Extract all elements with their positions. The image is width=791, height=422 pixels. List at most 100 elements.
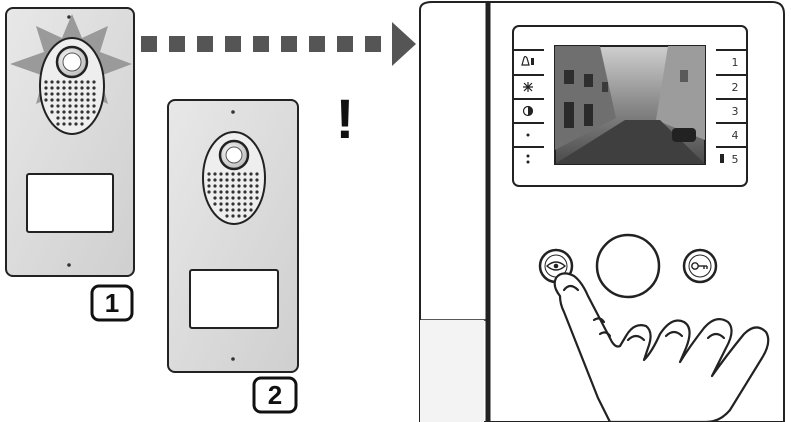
grille-hole	[62, 92, 66, 96]
number-button-1[interactable]: 1	[716, 49, 747, 69]
grille-hole	[74, 92, 78, 96]
grille-hole	[80, 92, 84, 96]
grille-hole	[50, 80, 54, 84]
left-button-4[interactable]	[513, 122, 544, 137]
grille-hole	[80, 122, 84, 126]
number-button-label: 2	[732, 81, 739, 94]
handset-speaker-button[interactable]	[595, 233, 661, 299]
grille-hole	[92, 80, 96, 84]
grille-hole	[68, 98, 72, 102]
grille-hole	[56, 92, 60, 96]
number-button-label: 4	[732, 129, 739, 142]
grille-hole	[50, 110, 54, 114]
grille-hole	[62, 80, 66, 84]
grille-hole	[74, 116, 78, 120]
number-button-5[interactable]: 5	[716, 146, 747, 166]
grille-hole	[62, 122, 66, 126]
grille-hole	[249, 172, 253, 176]
grille-hole	[92, 110, 96, 114]
grille-hole	[80, 80, 84, 84]
grille-hole	[80, 98, 84, 102]
battery-icon	[720, 154, 724, 163]
grille-hole	[62, 86, 66, 90]
grille-hole	[243, 190, 247, 194]
monitor: 1 2 3 4 5	[419, 1, 785, 422]
grille-hole	[219, 196, 223, 200]
left-function-buttons	[513, 49, 544, 164]
left-button-1[interactable]	[513, 49, 544, 66]
grille-hole	[86, 80, 90, 84]
speaker-grille	[207, 172, 259, 218]
grille-hole	[80, 116, 84, 120]
grille-hole	[225, 172, 229, 176]
grille-hole	[44, 92, 48, 96]
grille-hole	[243, 196, 247, 200]
grille-hole	[56, 80, 60, 84]
grille-hole	[225, 196, 229, 200]
left-button-5[interactable]	[513, 146, 544, 164]
left-button-3[interactable]	[513, 98, 544, 117]
grille-hole	[249, 178, 253, 182]
grille-hole	[213, 172, 217, 176]
grille-hole	[219, 208, 223, 212]
grille-hole	[50, 104, 54, 108]
grille-hole	[231, 208, 235, 212]
grille-hole	[231, 178, 235, 182]
grille-hole	[56, 122, 60, 126]
grille-hole	[231, 202, 235, 206]
number-button-3[interactable]: 3	[716, 98, 747, 118]
grille-hole	[44, 98, 48, 102]
grille-hole	[237, 172, 241, 176]
door-release-button[interactable]	[682, 248, 718, 284]
grille-hole	[243, 214, 247, 218]
grille-hole	[249, 202, 253, 206]
grille-hole	[80, 86, 84, 90]
number-button-4[interactable]: 4	[716, 122, 747, 142]
grille-hole	[255, 184, 259, 188]
grille-hole	[237, 184, 241, 188]
number-button-label: 1	[732, 56, 739, 69]
left-button-2[interactable]	[513, 74, 544, 92]
grille-hole	[231, 184, 235, 188]
dashed-arrow	[141, 22, 416, 66]
grille-hole	[86, 110, 90, 114]
grille-hole	[237, 178, 241, 182]
grille-hole	[44, 80, 48, 84]
grille-hole	[68, 104, 72, 108]
grille-hole	[213, 202, 217, 206]
grille-hole	[231, 190, 235, 194]
name-plate-1	[26, 173, 114, 233]
grille-hole	[62, 110, 66, 114]
grille-hole	[219, 184, 223, 188]
grille-hole	[92, 98, 96, 102]
grille-hole	[219, 202, 223, 206]
eye-icon	[545, 261, 567, 271]
grille-hole	[68, 80, 72, 84]
grille-hole	[207, 184, 211, 188]
grille-hole	[237, 196, 241, 200]
grille-hole	[231, 172, 235, 176]
speaker-camera-unit-2	[202, 131, 266, 225]
grille-hole	[237, 214, 241, 218]
grille-hole	[56, 104, 60, 108]
grille-hole	[213, 184, 217, 188]
grille-hole	[225, 190, 229, 194]
grille-hole	[74, 86, 78, 90]
grille-hole	[86, 86, 90, 90]
panel-label-2-text: 2	[268, 380, 282, 410]
video-screen	[554, 45, 706, 165]
number-button-2[interactable]: 2	[716, 74, 747, 94]
number-button-label: 5	[732, 153, 739, 166]
grille-hole	[237, 190, 241, 194]
grille-hole	[225, 184, 229, 188]
grille-hole	[225, 208, 229, 212]
name-plate-2	[189, 269, 279, 329]
grille-hole	[225, 202, 229, 206]
grille-hole	[56, 110, 60, 114]
key-icon	[691, 262, 708, 270]
grille-hole	[56, 98, 60, 102]
grille-hole	[74, 98, 78, 102]
door-panel-1	[5, 7, 135, 277]
grille-hole	[68, 92, 72, 96]
